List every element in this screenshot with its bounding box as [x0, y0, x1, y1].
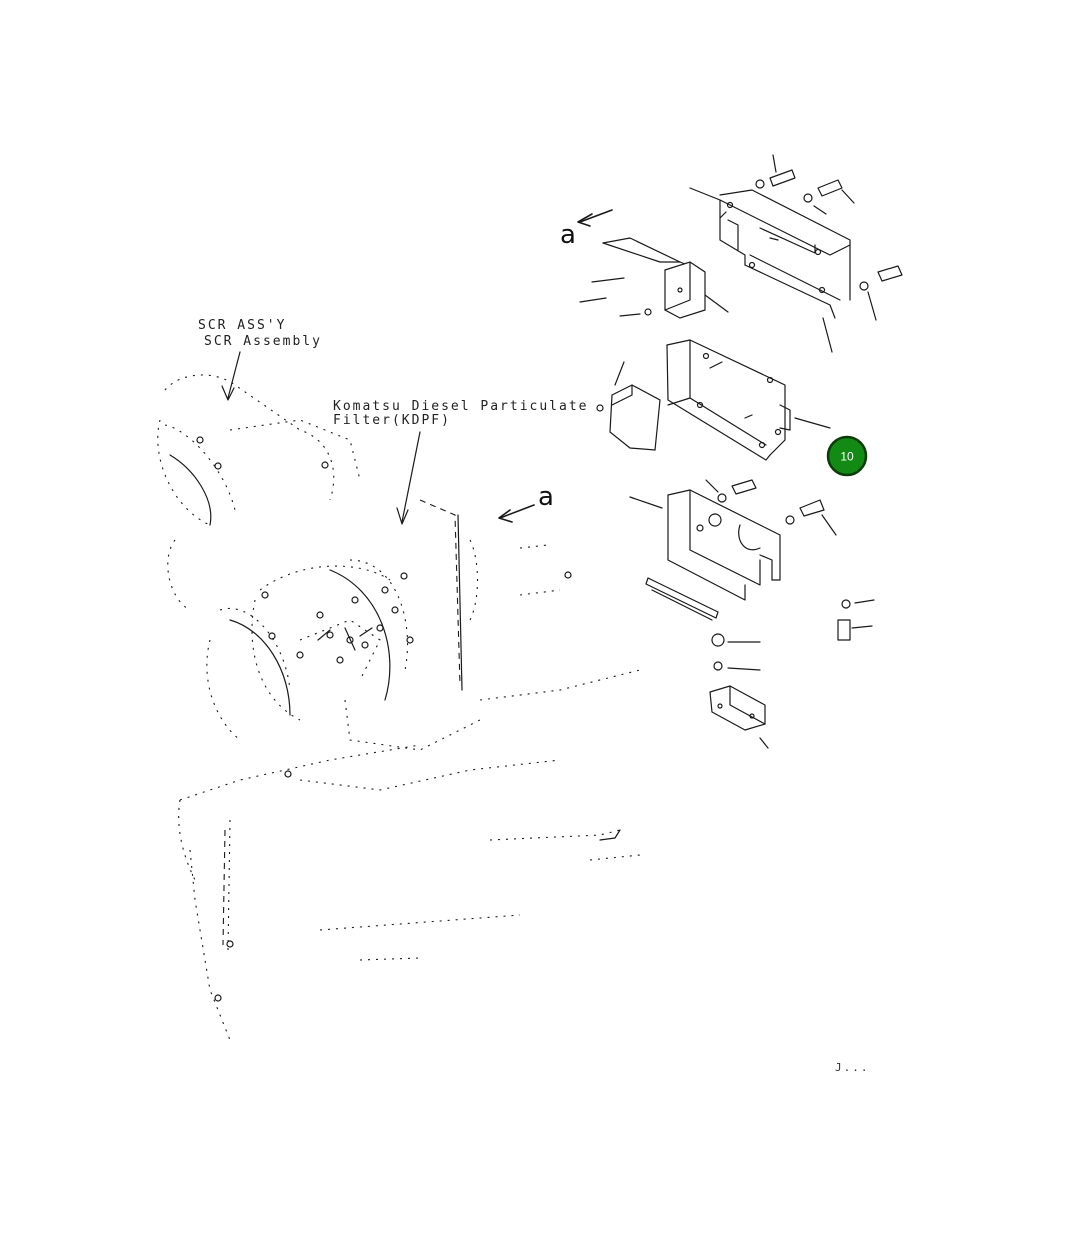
view-a-upper: a — [560, 209, 613, 250]
scr-label: SCR ASS'Y SCR Assembly — [198, 318, 322, 401]
view-a-upper-letter: a — [560, 220, 576, 250]
scr-leader-arrow — [227, 351, 241, 399]
view-a-lower-letter: a — [538, 482, 554, 512]
engine-assembly-drawing — [157, 374, 641, 1041]
callout-10-number[interactable]: 10 — [840, 450, 854, 464]
small-hardware — [709, 599, 875, 749]
dpf-label-line2: Filter(KDPF) — [333, 413, 451, 428]
pad-assembly — [579, 237, 729, 319]
callout-10[interactable]: 10 — [826, 435, 868, 477]
view-a-lower: a — [498, 482, 554, 523]
lower-bracket — [629, 479, 837, 621]
dpf-leader-arrow — [401, 431, 421, 523]
dpf-label-line1: Komatsu Diesel Particulate — [333, 399, 589, 414]
upper-bracket-assembly — [689, 154, 903, 353]
callout-10-circle[interactable] — [826, 435, 868, 477]
middle-plate — [596, 339, 831, 461]
dpf-label: Komatsu Diesel Particulate Filter(KDPF) — [333, 399, 589, 525]
scr-label-line1: SCR ASS'Y — [198, 318, 286, 333]
drawing-code: J... — [835, 1061, 870, 1074]
scr-label-line2: SCR Assembly — [204, 334, 322, 349]
